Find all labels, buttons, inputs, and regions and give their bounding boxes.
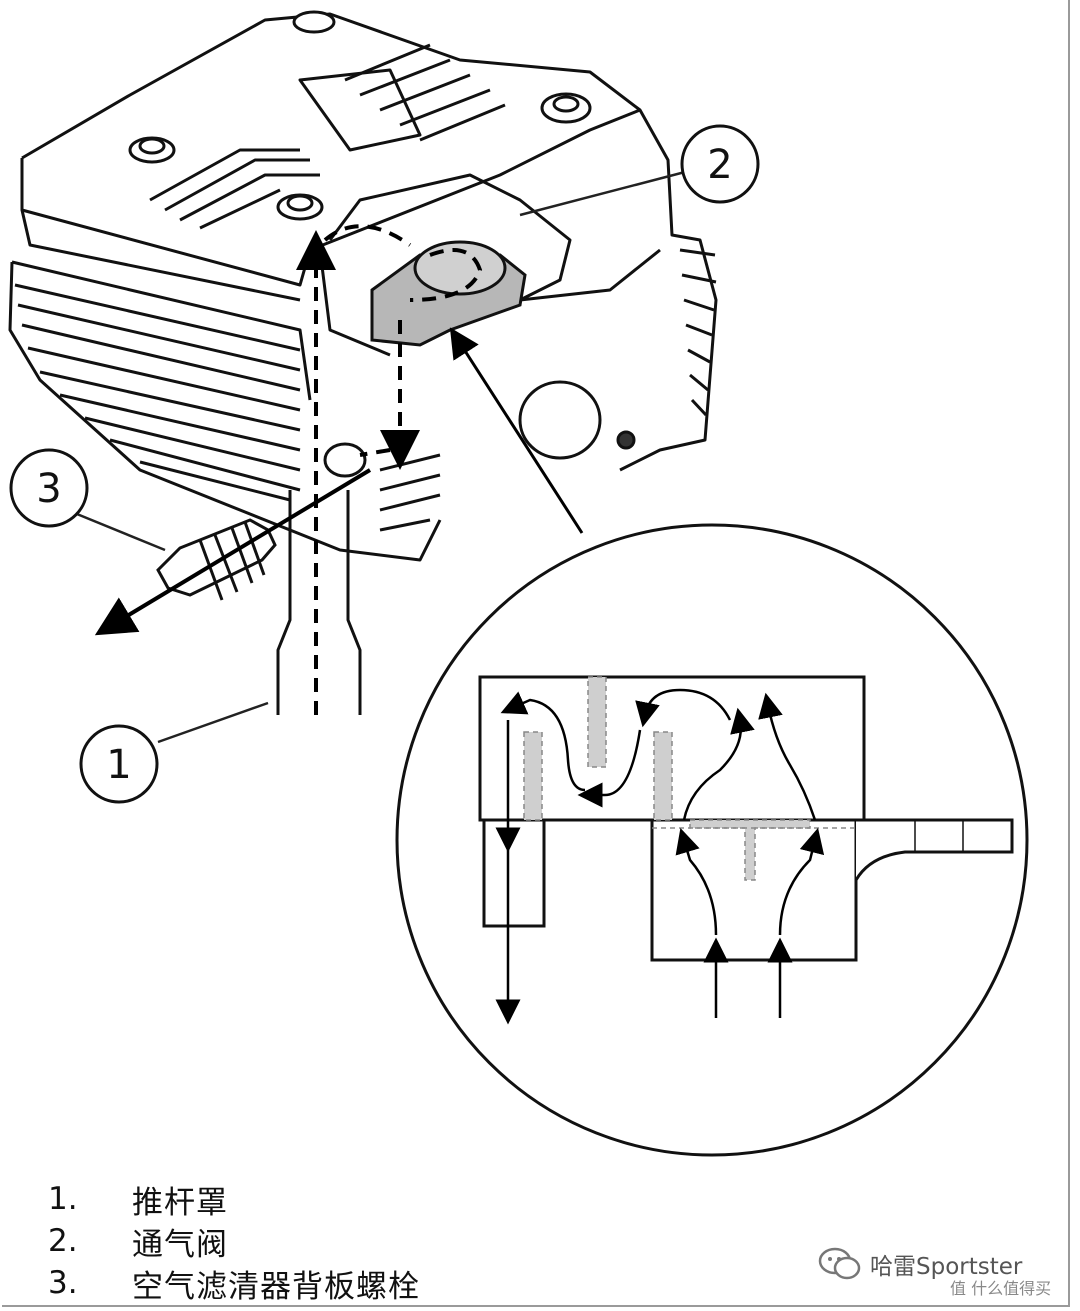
legend-label: 推杆罩 <box>132 1184 228 1221</box>
cylinder-head <box>8 10 718 562</box>
valve-detail-magnifier <box>395 523 1029 1157</box>
parts-legend: 1. 推杆罩 2. 通气阀 3. 空气滤清器背板螺栓 <box>48 1178 808 1305</box>
watermark-text: 哈雷Sportster <box>870 1254 1023 1280</box>
watermark: 哈雷Sportster <box>818 1246 1022 1282</box>
legend-number: 2. <box>48 1223 78 1259</box>
legend-item: 1. 推杆罩 <box>48 1178 808 1221</box>
wechat-icon <box>818 1247 861 1280</box>
legend-item: 2. 通气阀 <box>48 1220 808 1263</box>
callout-1: 1 <box>79 724 159 804</box>
breather-valve <box>370 240 527 347</box>
svg-text:1: 1 <box>106 742 131 788</box>
air-cleaner-bolt <box>94 468 372 636</box>
watermark-subtext: 值 什么值得买 <box>950 1279 1052 1298</box>
legend-number: 1. <box>48 1181 78 1217</box>
airflow-path <box>296 224 483 715</box>
legend-number: 3. <box>48 1265 78 1301</box>
svg-text:3: 3 <box>36 466 61 512</box>
callout-3: 3 <box>9 448 89 528</box>
legend-item: 3. 空气滤清器背板螺栓 <box>48 1262 808 1305</box>
leader-lines <box>71 170 686 744</box>
legend-label: 通气阀 <box>132 1226 228 1263</box>
legend-label: 空气滤清器背板螺栓 <box>132 1268 420 1305</box>
pushrod-cover <box>276 490 362 715</box>
svg-text:2: 2 <box>707 142 732 188</box>
callout-2: 2 <box>680 124 760 204</box>
